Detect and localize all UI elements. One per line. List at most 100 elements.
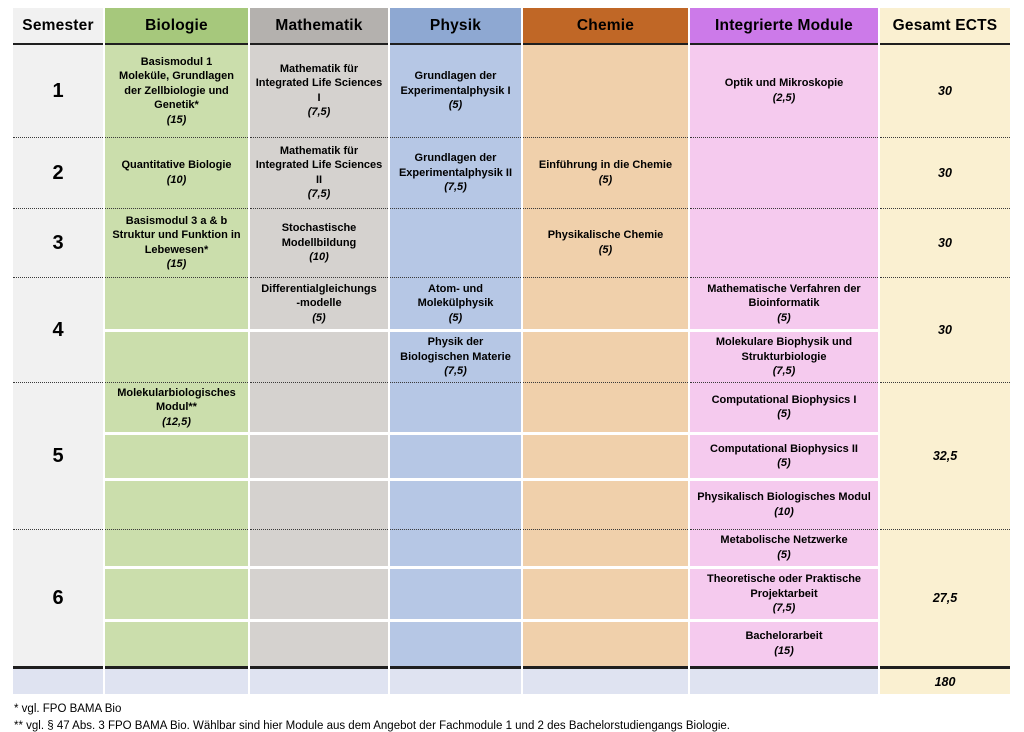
empty-cell-biologie-sem5c [105,478,248,529]
module-cell-integrierte-sem6c: Bachelorarbeit (15) [690,619,878,666]
empty-cell-biologie-sem6a [105,529,248,566]
module-credits: (10) [774,505,794,518]
column-header-biologie: Biologie [105,8,248,45]
module-title: Quantitative Biologie [121,159,232,172]
module-credits: (10) [309,251,329,264]
module-title: Bachelorarbeit [745,630,823,643]
module-credits: (12,5) [162,415,191,428]
module-title: Atom- und Molekülphysik [417,282,494,310]
empty-cell-chemie-sem4a [523,277,688,329]
module-credits: (5) [448,99,463,112]
total-row-biologie-cell [105,666,248,694]
module-credits: (7,5) [307,188,331,201]
empty-cell-physik-sem5c [390,478,521,529]
module-title: Mathematische Verfahren der Bioinformati… [707,282,861,310]
module-credits: (7,5) [444,181,467,194]
empty-cell-chemie-sem6a [523,529,688,566]
module-credits: (5) [312,311,326,324]
empty-cell-mathematik-sem6c [250,619,388,666]
module-credits: (7,5) [307,106,331,119]
study-plan-table: Semester Biologie Mathematik Physik Chem… [13,8,1010,694]
empty-cell-chemie-sem5b [523,432,688,478]
module-title: Molekulare Biophysik und Strukturbiologi… [715,336,853,363]
empty-cell-physik-sem5a [390,382,521,432]
module-title: Mathematik für Integrated Life Sciences … [255,144,383,186]
empty-cell-physik-sem3 [390,208,521,277]
module-credits: (5) [598,243,613,256]
module-title: Physik der Biologischen Materie [400,336,511,363]
module-cell-chemie-sem2: Einführung in die Chemie (5) [523,137,688,208]
total-row-mathematik-cell [250,666,388,694]
empty-cell-physik-sem5b [390,432,521,478]
module-credits: (15) [774,644,794,657]
module-credits: (2,5) [772,91,796,104]
module-credits: (15) [166,258,187,271]
module-cell-integrierte-sem5a: Computational Biophysics I (5) [690,382,878,432]
module-cell-integrierte-sem6a: Metabolische Netzwerke (5) [690,529,878,566]
module-cell-integrierte-sem5b: Computational Biophysics II (5) [690,432,878,478]
module-credits: (5) [777,457,791,470]
module-credits: (15) [166,113,187,126]
module-cell-chemie-sem3: Physikalische Chemie (5) [523,208,688,277]
module-credits: (5) [777,311,791,324]
module-title: Basismodul 3 a & b [125,214,228,227]
module-cell-integrierte-sem4a: Mathematische Verfahren der Bioinformati… [690,277,878,329]
total-row-physik-cell [390,666,521,694]
empty-cell-chemie-sem6b [523,566,688,619]
empty-cell-biologie-sem4a [105,277,248,329]
ects-total-sem2: 30 [880,137,1010,208]
column-header-physik: Physik [390,8,521,45]
empty-cell-mathematik-sem5b [250,432,388,478]
empty-cell-chemie-sem6c [523,619,688,666]
empty-cell-integrierte-sem2 [690,137,878,208]
empty-cell-chemie-sem1 [523,45,688,137]
ects-total-sem3: 30 [880,208,1010,277]
empty-cell-physik-sem6a [390,529,521,566]
module-cell-physik-sem4b: Physik der Biologischen Materie (7,5) [390,329,521,382]
semester-number-4: 4 [13,277,103,382]
semester-number-5: 5 [13,382,103,529]
module-title: Computational Biophysics II [710,442,858,455]
empty-cell-mathematik-sem5a [250,382,388,432]
module-cell-integrierte-sem5c: Physikalisch Biologisches Modul (10) [690,478,878,529]
module-credits: (5) [448,311,463,324]
module-cell-integrierte-sem6b: Theoretische oder Praktische Projektarbe… [690,566,878,619]
empty-cell-biologie-sem6c [105,619,248,666]
module-title: Mathematik für Integrated Life Sciences … [255,62,383,104]
module-credits: (7,5) [444,365,467,378]
module-title: Physikalisch Biologisches Modul [697,491,871,504]
module-cell-biologie-sem3: Basismodul 3 a & b Struktur und Funktion… [105,208,248,277]
empty-cell-mathematik-sem5c [250,478,388,529]
module-cell-integrierte-sem1: Optik und Mikroskopie (2,5) [690,45,878,137]
empty-cell-physik-sem6b [390,566,521,619]
module-cell-physik-sem2: Grundlagen der Experimentalphysik II (7,… [390,137,521,208]
module-title-line2: Struktur und Funktion in Lebewesen* [112,229,241,256]
empty-cell-chemie-sem5a [523,382,688,432]
ects-total-sem6: 27,5 [880,529,1010,666]
module-cell-mathematik-sem3: Stochastische Modellbildung (10) [250,208,388,277]
semester-number-6: 6 [13,529,103,666]
semester-number-1: 1 [13,45,103,137]
total-row-chemie-cell [523,666,688,694]
module-title: Einführung in die Chemie [538,159,673,172]
footnote-1: * vgl. FPO BAMA Bio [14,703,122,715]
empty-cell-biologie-sem4b [105,329,248,382]
ects-total-sem5: 32,5 [880,382,1010,529]
empty-cell-biologie-sem6b [105,566,248,619]
module-title: Differentialgleichungs [261,282,377,295]
module-cell-biologie-sem5a: Molekularbiologisches Modul** (12,5) [105,382,248,432]
empty-cell-mathematik-sem4b [250,329,388,382]
ects-total-sem4: 30 [880,277,1010,382]
module-title: Basismodul 1 [140,55,213,68]
empty-cell-mathematik-sem6a [250,529,388,566]
column-header-integrierte-module: Integrierte Module [690,8,878,45]
footnote-2: ** vgl. § 47 Abs. 3 FPO BAMA Bio. Wählba… [14,720,730,732]
module-credits: (7,5) [772,365,796,378]
module-title: Physikalische Chemie [547,229,664,242]
module-title: Stochastische Modellbildung [281,222,357,249]
module-title: Metabolische Netzwerke [720,534,848,547]
module-credits: (5) [598,173,613,186]
module-title: Molekularbiologisches Modul** [117,386,236,414]
module-cell-physik-sem4a: Atom- und Molekülphysik (5) [390,277,521,329]
column-header-semester: Semester [13,8,103,45]
